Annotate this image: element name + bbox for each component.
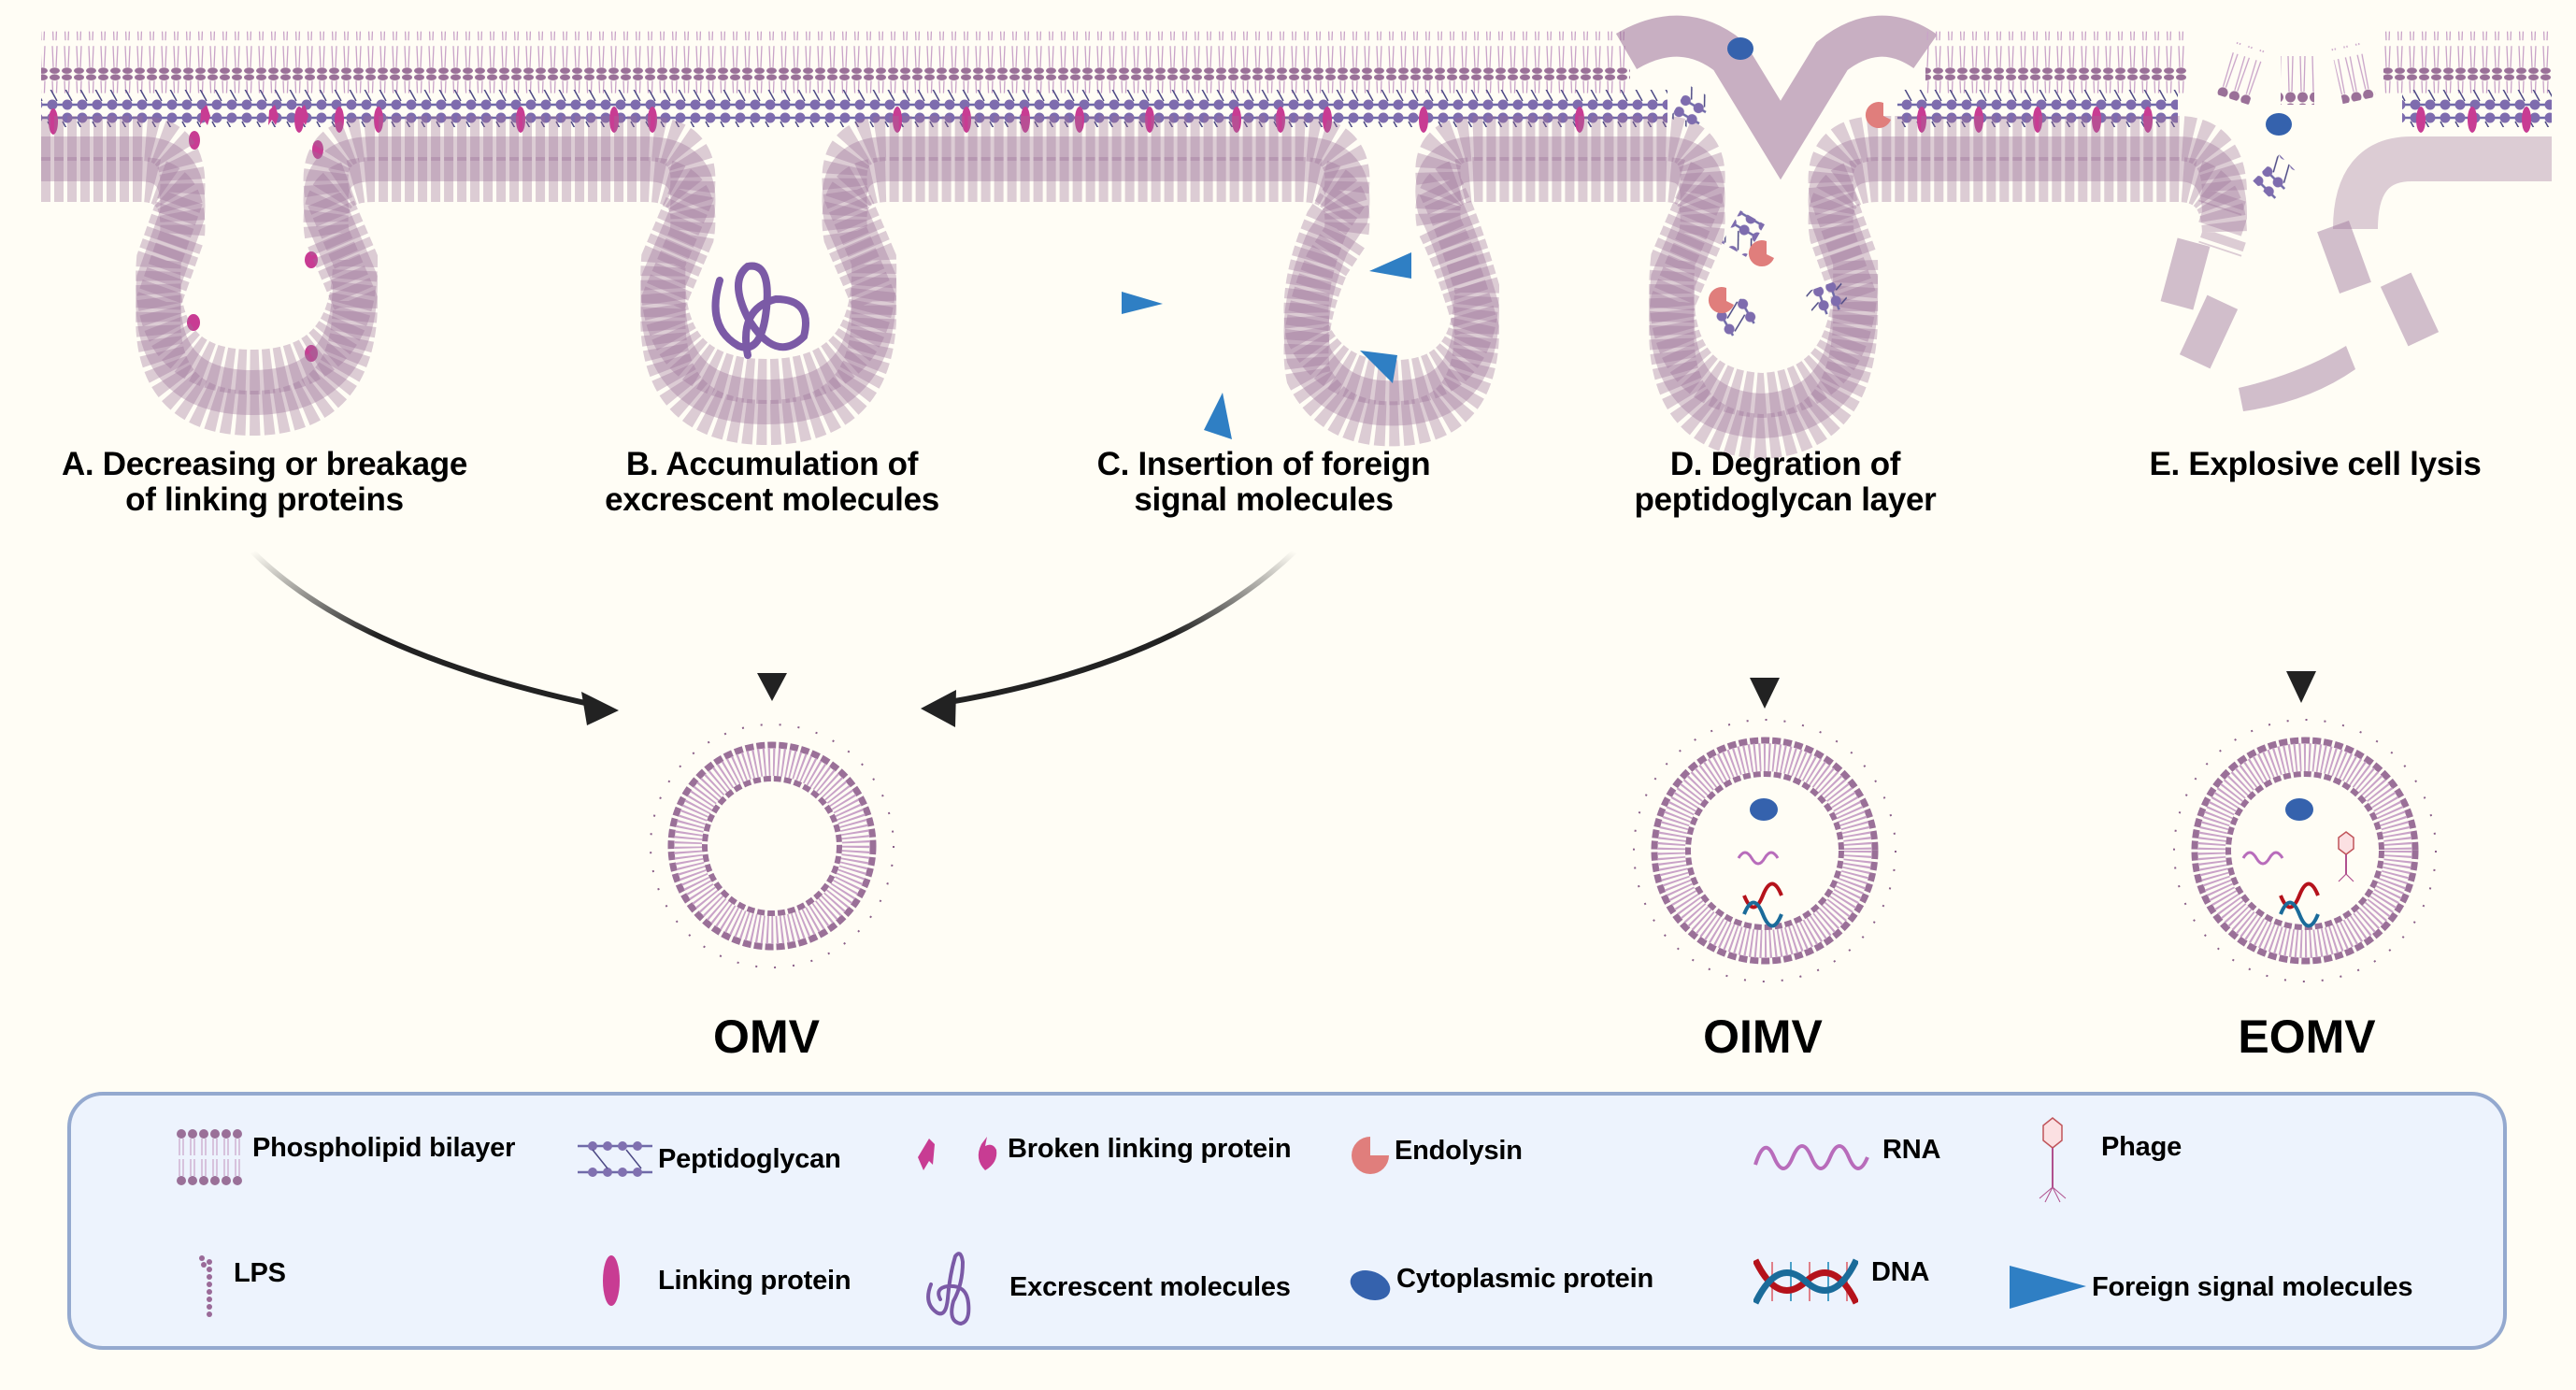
rna-icon bbox=[1737, 851, 1780, 866]
mechanism-label-c: C. Insertion of foreign signal molecules bbox=[1097, 447, 1431, 518]
cytoplasmic-protein bbox=[1727, 37, 1753, 60]
endolysin-icon bbox=[1352, 1137, 1389, 1174]
legend-item-peptidoglycan: Peptidoglycan bbox=[576, 1140, 841, 1178]
legend-item-rna: RNA bbox=[1753, 1134, 1941, 1170]
legend-label: Endolysin bbox=[1395, 1135, 1523, 1166]
arrowhead bbox=[2286, 671, 2316, 703]
mechanism-label-d: D. Degration of peptidoglycan layer bbox=[1634, 447, 1936, 518]
legend-label: Broken linking protein bbox=[1008, 1133, 1292, 1164]
mechanism-label-d-line2: peptidoglycan layer bbox=[1634, 481, 1937, 518]
peptidoglycan-icon bbox=[578, 1141, 652, 1177]
endolysins bbox=[1708, 102, 1891, 314]
mechanism-label-b: B. Accumulation of excrescent molecules bbox=[605, 447, 939, 518]
cytoplasmic-protein bbox=[2266, 113, 2292, 136]
mechanism-label-a-line2: of linking proteins bbox=[125, 481, 404, 518]
arrowhead bbox=[757, 673, 787, 701]
arrow-c-to-omv bbox=[943, 549, 1297, 706]
legend-label: Linking protein bbox=[658, 1265, 852, 1296]
foreign-signal-molecules bbox=[1122, 252, 1411, 439]
mechanism-label-e-line1: E. Explosive cell lysis bbox=[2149, 446, 2482, 482]
legend-item-linking-protein: Linking protein bbox=[602, 1254, 852, 1307]
legend-item-cytoplasmic-protein: Cytoplasmic protein bbox=[1348, 1264, 1653, 1302]
cytoplasmic-protein-icon bbox=[1350, 1270, 1391, 1300]
lps-icon bbox=[199, 1255, 212, 1317]
legend-item-broken-linking-protein: Broken linking protein bbox=[910, 1133, 1292, 1174]
legend-label: DNA bbox=[1871, 1256, 1930, 1287]
arrowhead bbox=[921, 690, 956, 727]
arrow-a-to-omv bbox=[250, 549, 599, 709]
mechanism-label-a-line1: A. Decreasing or breakage bbox=[61, 446, 468, 482]
foreign-signal-molecules-icon bbox=[2010, 1266, 2086, 1309]
arrows bbox=[250, 549, 2316, 727]
inner-membrane bbox=[41, 138, 2552, 437]
legend-label: Cytoplasmic protein bbox=[1396, 1263, 1653, 1294]
legend-item-endolysin: Endolysin bbox=[1350, 1135, 1523, 1176]
legend-item-phospholipid-bilayer: Phospholipid bilayer bbox=[176, 1128, 515, 1186]
legend-item-phage: Phage bbox=[2026, 1114, 2182, 1208]
excrescent-molecules-icon bbox=[926, 1252, 971, 1326]
mechanism-label-d-line1: D. Degration of bbox=[1669, 446, 1901, 482]
lysis-fragments bbox=[2160, 220, 2440, 411]
legend-label: Peptidoglycan bbox=[658, 1143, 841, 1174]
mechanism-label-a: A. Decreasing or breakage of linking pro… bbox=[62, 447, 467, 518]
legend-label: LPS bbox=[234, 1257, 286, 1288]
cytoplasmic-protein-icon bbox=[1750, 798, 1778, 821]
excrescent-molecule bbox=[711, 262, 809, 359]
vesicle-omv bbox=[650, 724, 894, 968]
legend-label: RNA bbox=[1882, 1134, 1941, 1165]
mechanism-label-b-line1: B. Accumulation of bbox=[625, 446, 919, 482]
phospholipid-bilayer-icon bbox=[177, 1129, 242, 1185]
vesicle-label-oimv: OIMV bbox=[1703, 1010, 1823, 1063]
arrowhead bbox=[1750, 678, 1780, 709]
legend-item-foreign-signal-molecules: Foreign signal molecules bbox=[2008, 1264, 2412, 1311]
mechanism-label-c-line1: C. Insertion of foreign bbox=[1096, 446, 1431, 482]
dna-icon bbox=[2279, 881, 2320, 928]
vesicle-eomv bbox=[2173, 719, 2437, 982]
mechanism-label-e: E. Explosive cell lysis bbox=[2150, 447, 2482, 482]
phage-icon bbox=[2039, 1117, 2067, 1203]
legend: Phospholipid bilayer Peptidoglycan Broke… bbox=[67, 1092, 2507, 1350]
dna-icon bbox=[1753, 1258, 1858, 1305]
degraded-peptidoglycan bbox=[1670, 85, 2299, 339]
mechanism-label-b-line2: excrescent molecules bbox=[605, 481, 939, 518]
legend-label: Foreign signal molecules bbox=[2092, 1271, 2413, 1302]
arrowhead bbox=[581, 692, 619, 725]
phage-icon bbox=[2338, 831, 2354, 882]
legend-label: Excrescent molecules bbox=[1009, 1271, 1291, 1302]
mechanism-label-c-line2: signal molecules bbox=[1134, 481, 1394, 518]
legend-label: Phospholipid bilayer bbox=[252, 1132, 516, 1163]
rna-icon bbox=[2241, 851, 2284, 866]
outer-membrane-dip bbox=[1615, 15, 1938, 180]
cytoplasmic-protein-icon bbox=[2285, 798, 2313, 821]
outer-membrane bbox=[41, 15, 2552, 180]
broken-linking-proteins bbox=[187, 105, 323, 362]
legend-item-excrescent-molecules: Excrescent molecules bbox=[920, 1247, 1291, 1327]
vesicle-label-eomv: EOMV bbox=[2238, 1010, 2376, 1063]
legend-item-lps: LPS bbox=[191, 1254, 286, 1320]
linking-protein-icon bbox=[603, 1255, 620, 1306]
vesicle-label-omv: OMV bbox=[713, 1010, 820, 1063]
legend-item-dna: DNA bbox=[1753, 1256, 1929, 1307]
vesicle-oimv bbox=[1633, 719, 1896, 982]
legend-label: Phage bbox=[2101, 1131, 2182, 1162]
dna-icon bbox=[1742, 881, 1783, 928]
broken-linking-protein-icon bbox=[918, 1137, 997, 1170]
rna-icon bbox=[1753, 1144, 1869, 1170]
